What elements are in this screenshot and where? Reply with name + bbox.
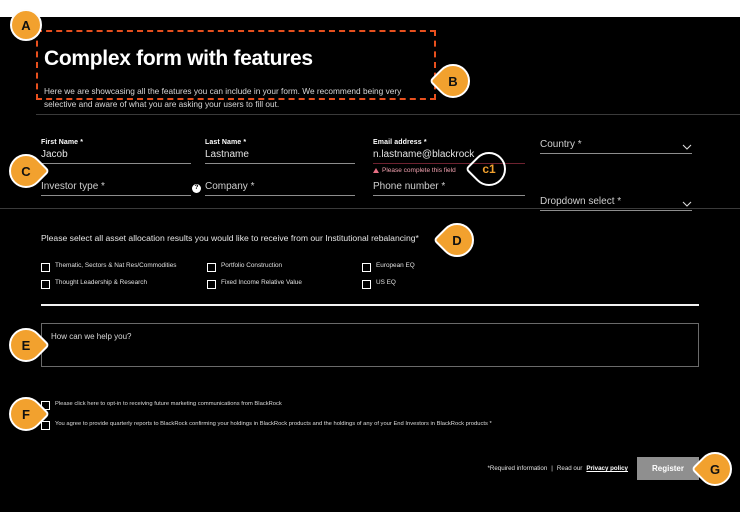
field-country[interactable]: Country * — [540, 139, 692, 154]
checkbox-european-eq[interactable]: European EQ — [362, 262, 512, 272]
checkbox-portfolio-construction[interactable]: Portfolio Construction — [207, 262, 357, 272]
last-name-label: Last Name * — [205, 139, 247, 146]
checkbox-box[interactable] — [41, 263, 50, 272]
investor-type-input[interactable]: Investor type * — [41, 181, 191, 196]
allocation-divider — [41, 304, 699, 306]
hero-divider — [36, 114, 740, 115]
checkbox-label: European EQ — [376, 262, 415, 269]
checkbox-box[interactable] — [362, 280, 371, 289]
annotation-badge-a: A — [10, 9, 42, 41]
field-first-name[interactable]: First Name * Jacob — [41, 139, 191, 164]
message-placeholder: How can we help you? — [51, 332, 132, 341]
annotation-badge-e: E — [1, 320, 51, 370]
field-company[interactable]: ? Company * — [192, 181, 355, 196]
country-select[interactable]: Country * — [540, 139, 692, 154]
annotation-badge-b: B — [428, 56, 478, 106]
checkbox-thought-leadership[interactable]: Thought Leadership & Research — [41, 279, 201, 289]
email-error-message: Please complete this field — [373, 167, 525, 174]
field-last-name[interactable]: Last Name * Lastname — [205, 139, 355, 164]
checkbox-label: US EQ — [376, 279, 396, 286]
checkbox-label: Thought Leadership & Research — [55, 279, 148, 286]
read-our-text: Read our — [556, 465, 583, 472]
help-circle-icon[interactable]: ? — [192, 184, 201, 193]
checkbox-box[interactable] — [362, 263, 371, 272]
page-title: Complex form with features — [44, 47, 313, 70]
annotation-badge-c: C — [1, 146, 51, 196]
checkbox-label: Thematic, Sectors & Nat Res/Commodities — [55, 262, 177, 269]
email-address-label: Email address * — [373, 139, 427, 146]
first-name-input[interactable]: Jacob — [41, 149, 191, 164]
message-textarea[interactable]: How can we help you? — [41, 323, 699, 367]
footer-note: *Required information | Read our Privacy… — [487, 465, 628, 472]
checkbox-box[interactable] — [207, 263, 216, 272]
field-dropdown-select[interactable]: Dropdown select * — [540, 196, 692, 211]
warning-triangle-icon — [373, 168, 379, 173]
checkbox-box[interactable] — [207, 280, 216, 289]
consent-label: Please click here to opt-in to receiving… — [55, 401, 282, 407]
checkbox-box[interactable] — [41, 421, 50, 430]
checkbox-label: Fixed Income Relative Value — [221, 279, 302, 286]
chevron-down-icon — [682, 142, 692, 150]
annotation-badge-f: F — [1, 389, 51, 439]
field-phone-number[interactable]: Phone number * — [373, 181, 525, 196]
privacy-policy-link[interactable]: Privacy policy — [586, 465, 628, 472]
annotation-badge-c1: c1 — [464, 144, 514, 194]
checkbox-fixed-income[interactable]: Fixed Income Relative Value — [207, 279, 357, 289]
chevron-down-icon — [682, 199, 692, 207]
annotation-badge-g: G — [690, 444, 740, 494]
company-input[interactable]: Company * — [205, 181, 355, 196]
field-investor-type[interactable]: Investor type * — [41, 181, 191, 196]
first-name-label: First Name * — [41, 139, 84, 146]
email-error-text: Please complete this field — [382, 167, 456, 174]
register-button[interactable]: Register — [637, 457, 699, 480]
checkbox-us-eq[interactable]: US EQ — [362, 279, 512, 289]
checkbox-box[interactable] — [41, 280, 50, 289]
checkbox-thematic[interactable]: Thematic, Sectors & Nat Res/Commodities — [41, 262, 201, 272]
consent-quarterly-reports[interactable]: You agree to provide quarterly reports t… — [41, 420, 661, 430]
consent-label: You agree to provide quarterly reports t… — [55, 421, 492, 427]
checkbox-label: Portfolio Construction — [221, 262, 283, 269]
required-information-text: *Required information — [487, 465, 548, 472]
section-divider — [0, 208, 740, 209]
field-email-address[interactable]: Email address * n.lastname@blackrock Ple… — [373, 139, 525, 174]
last-name-input[interactable]: Lastname — [205, 149, 355, 164]
email-address-input[interactable]: n.lastname@blackrock — [373, 149, 525, 164]
allocation-question: Please select all asset allocation resul… — [41, 233, 419, 243]
footer-separator: | — [551, 465, 553, 472]
phone-number-input[interactable]: Phone number * — [373, 181, 525, 196]
dropdown-select[interactable]: Dropdown select * — [540, 196, 692, 211]
consent-marketing[interactable]: Please click here to opt-in to receiving… — [41, 400, 561, 410]
page-subtitle: Here we are showcasing all the features … — [44, 86, 402, 109]
hero-dashed-outline — [36, 30, 436, 100]
annotation-badge-d: D — [432, 215, 482, 265]
